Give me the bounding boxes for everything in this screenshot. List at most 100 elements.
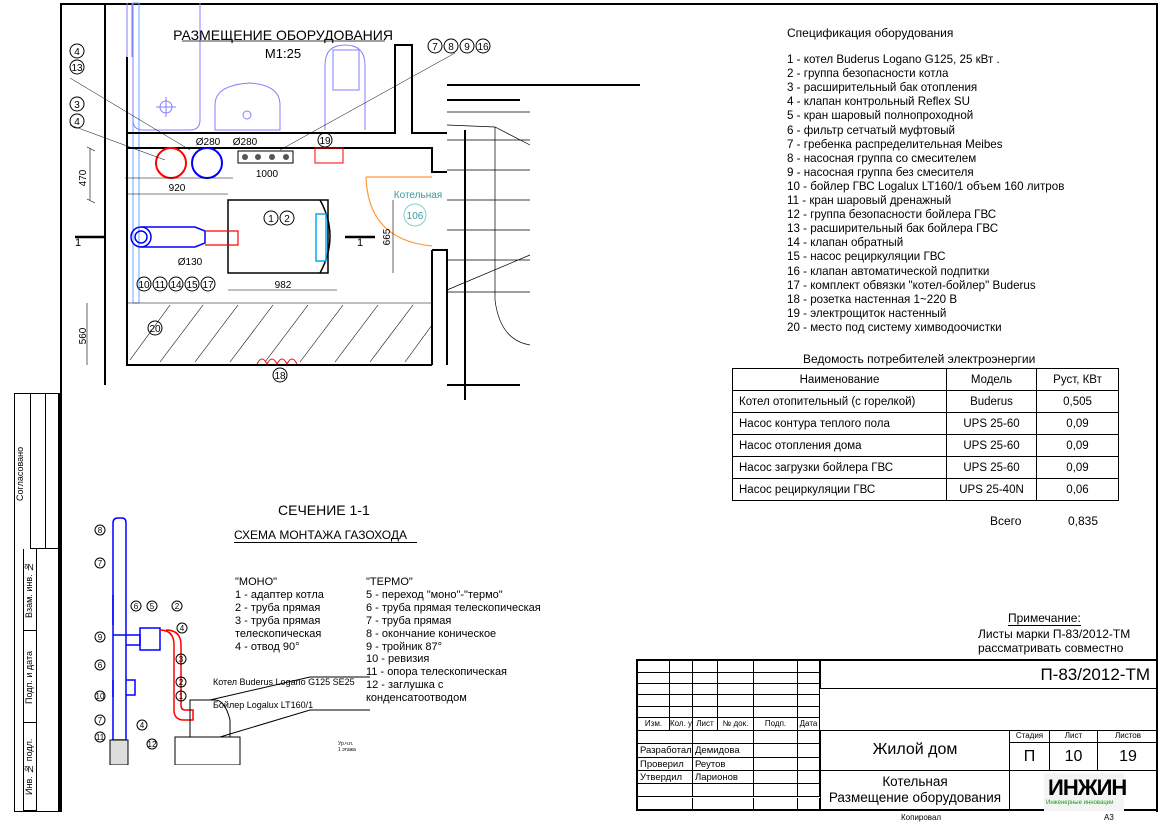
revision-cell xyxy=(718,683,754,695)
room-name: Котельная xyxy=(394,190,442,201)
signature-cell xyxy=(638,731,693,745)
spec-item: 2 - группа безопасности котла xyxy=(787,67,949,81)
callout: 12 xyxy=(148,740,157,749)
power-table-title: Ведомость потребителей электроэнергии xyxy=(803,352,1036,366)
callout: 1 xyxy=(268,214,274,225)
inv-orig-label: Инв. № подл. xyxy=(24,738,34,796)
revision-col-header: Кол. уч. xyxy=(670,718,693,731)
sheets-value: 19 xyxy=(1098,743,1158,771)
hatch xyxy=(127,302,433,363)
revision-cell xyxy=(718,661,754,673)
spec-item: 9 - насосная группа без смесителя xyxy=(787,165,974,179)
dim-1000: 1000 xyxy=(256,169,279,180)
callout: 8 xyxy=(98,526,103,535)
signer-name: Реутов xyxy=(693,757,754,771)
callout: 17 xyxy=(202,280,214,291)
callout: 13 xyxy=(71,63,83,74)
boiler-label: Котел Buderus Logano G125 SE25 xyxy=(213,677,355,687)
legend-title: "МОНО" xyxy=(235,576,278,588)
callout: 11 xyxy=(155,280,166,291)
dim-665: 665 xyxy=(382,228,393,245)
revision-col-header: Лист xyxy=(693,718,718,731)
side-stamp: Согласовано Взам. инв. № Подп. и дата Ин… xyxy=(14,393,60,812)
callouts: 4 13 3 4 7 8 9 16 19 1 2 10 11 14 15 17 … xyxy=(69,38,491,383)
callout: 4 xyxy=(74,117,80,128)
legend-item: 10 - ревизия xyxy=(366,653,430,666)
revision-cell xyxy=(638,672,670,684)
legend-item: 7 - труба прямая xyxy=(366,614,452,627)
callout: 9 xyxy=(98,633,103,642)
revision-cell xyxy=(754,706,798,718)
callout: 16 xyxy=(477,42,489,53)
level-label: Ур.ч.п. xyxy=(338,741,353,747)
signature-cell xyxy=(798,770,820,785)
callout: 9 xyxy=(464,42,470,53)
revision-cell xyxy=(754,683,798,695)
signature-cell xyxy=(798,797,820,811)
revision-cell xyxy=(754,661,798,673)
signature-cell xyxy=(693,731,754,745)
callout: 7 xyxy=(432,42,438,53)
legend-item: конденсатоотводом xyxy=(366,692,467,705)
dim-d280-a: Ø280 xyxy=(196,137,221,148)
revision-cell xyxy=(798,695,820,707)
callout: 15 xyxy=(186,280,198,291)
spec-item: 6 - фильтр сетчатый муфтовый xyxy=(787,123,956,137)
mono-legend: "МОНО" 1 - адаптер котла 2 - труба пряма… xyxy=(235,576,324,653)
boiler xyxy=(227,199,329,274)
plan-scale: М1:25 xyxy=(265,46,301,61)
total-label: Всего xyxy=(990,514,1022,528)
revision-cell xyxy=(670,661,693,673)
spec-item: 12 - группа безопасности бойлера ГВС xyxy=(787,208,997,222)
termo-legend: "ТЕРМО" 5 - переход "моно"-"термо"6 - тр… xyxy=(366,576,541,705)
tank-label: Бойлер Logalux LT160/1 xyxy=(213,700,313,710)
callout: 18 xyxy=(274,371,286,382)
revision-cell xyxy=(670,706,693,718)
signature-cell xyxy=(638,784,693,798)
flue-diagram: Котел Buderus Logano G125 SE25 Бойлер Lo… xyxy=(94,517,370,765)
revision-cell xyxy=(798,706,820,718)
col-header: Модель xyxy=(946,368,1037,391)
note-title: Примечание: xyxy=(1008,611,1081,626)
agreed-label: Согласовано xyxy=(15,446,25,501)
signer-role: Утвердил xyxy=(638,770,693,785)
revision-cell xyxy=(754,672,798,684)
dim-560: 560 xyxy=(78,327,89,344)
revision-cell xyxy=(798,683,820,695)
revision-cell xyxy=(754,695,798,707)
plan-title: РАЗМЕЩЕНИЕ ОБОРУДОВАНИЯ xyxy=(173,27,393,43)
revision-col-header: № док. xyxy=(718,718,754,731)
signer-name: Демидова xyxy=(693,744,754,758)
callout: 10 xyxy=(138,280,150,291)
callout: 5 xyxy=(150,602,155,611)
legend-item: 1 - адаптер котла xyxy=(235,588,324,601)
callout: 7 xyxy=(98,716,103,725)
electrical-panel xyxy=(314,147,344,164)
revision-col-header: Изм. xyxy=(638,718,670,731)
spec-item: 18 - розетка настенная 1~220 В xyxy=(787,292,958,306)
total-value: 0,835 xyxy=(1068,514,1099,528)
callout: 4 xyxy=(74,47,80,58)
distribution-manifold xyxy=(237,150,294,164)
signature-cell xyxy=(754,797,798,811)
table-cell: Насос контура теплого пола xyxy=(732,412,947,435)
table-cell: UPS 25-60 xyxy=(946,434,1037,457)
room-number: 106 xyxy=(407,211,424,222)
drawing-code: П-83/2012-ТМ xyxy=(820,661,1158,689)
spec-item: 3 - расширительный бак отопления xyxy=(787,81,978,95)
spec-item: 7 - гребенка распределительная Meibes xyxy=(787,137,1003,151)
signature-cell xyxy=(798,744,820,758)
spec-item: 1 - котел Buderus Logano G125, 25 кВт . xyxy=(787,53,1000,67)
signer-name: Ларионов xyxy=(693,770,754,785)
callout: 10 xyxy=(96,692,105,701)
spec-item: 19 - электрощиток настенный xyxy=(787,306,947,320)
spec-title: Спецификация оборудования xyxy=(787,26,954,40)
legend-item: телескопическая xyxy=(235,627,322,640)
legend-item: 9 - тройник 87° xyxy=(366,640,443,653)
col-header: Наименование xyxy=(732,368,947,391)
legend-title: "ТЕРМО" xyxy=(366,576,413,588)
legend-item: 2 - труба прямая xyxy=(235,601,321,614)
callout: 1 xyxy=(179,692,184,701)
